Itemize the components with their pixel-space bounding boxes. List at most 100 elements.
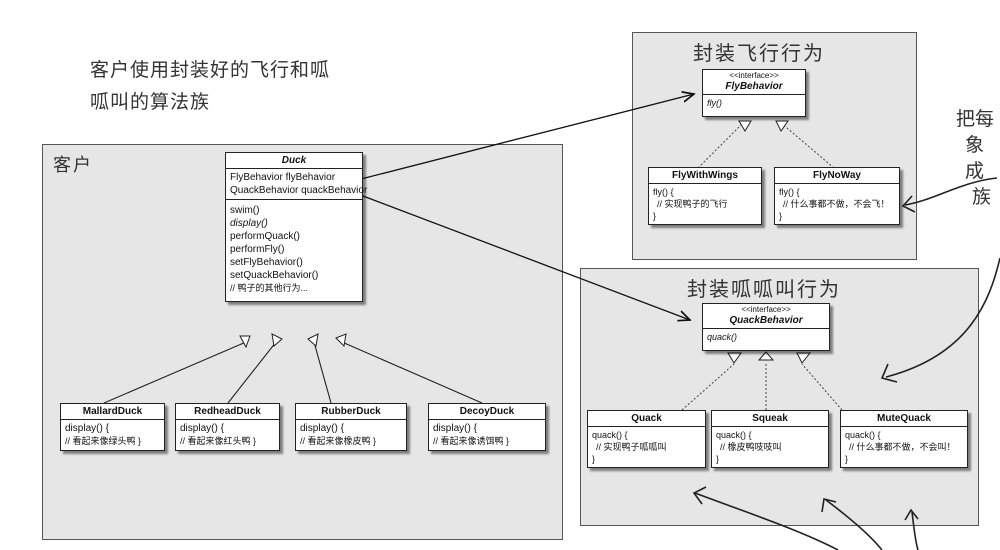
interface-name: FlyBehavior [725, 81, 783, 92]
duck-methods: swim() display() performQuack() performF… [226, 200, 362, 301]
class-method: display() { [300, 423, 344, 434]
class-body: quack() { // 实现鸭子呱呱叫 } [588, 427, 705, 467]
class-comment: // 看起来像绿头鸭 } [65, 436, 142, 446]
duck-field: FlyBehavior flyBehavior [230, 172, 336, 183]
class-name: FlyNoWay [775, 168, 899, 184]
class-method: quack() { [845, 430, 881, 440]
class-name: RedheadDuck [176, 404, 279, 420]
side-note-line-3: 族 [972, 186, 992, 208]
class-name: Quack [588, 411, 705, 427]
class-comment: // 橡皮鸭吱吱叫 [720, 442, 782, 452]
interface-header: <<interface>> QuackBehavior [703, 304, 829, 329]
class-method: display() { [180, 423, 224, 434]
side-note-line-2: 象成 [965, 134, 985, 182]
duck-method: setFlyBehavior() [230, 257, 303, 268]
class-comment: // 看起来像诱饵鸭 } [433, 436, 510, 446]
class-close: } [716, 454, 720, 464]
class-method: display() { [433, 423, 477, 434]
class-method: quack() { [716, 430, 752, 440]
interface-method: quack() [707, 332, 738, 342]
duck-class: Duck FlyBehavior flyBehavior QuackBehavi… [225, 152, 368, 302]
interface-method: fly() [707, 98, 722, 108]
fly-behavior-interface: <<interface>> FlyBehavior fly() [702, 69, 806, 117]
class-body: display() { // 看起来像红头鸭 } [176, 420, 279, 450]
squeak-class: Squeak quack() { // 橡皮鸭吱吱叫 } [711, 410, 829, 468]
class-comment: // 实现鸭子的飞行 [657, 199, 728, 209]
fly-no-way-class: FlyNoWay fly() { // 什么事都不做，不会飞！ } [774, 167, 900, 225]
decoy-duck-class: DecoyDuck display() { // 看起来像诱饵鸭 } [428, 403, 546, 451]
handdrawn-arrow [885, 257, 1000, 378]
class-name: MuteQuack [841, 411, 967, 427]
side-note: 把每 象成 族 [956, 106, 1000, 210]
fly-with-wings-class: FlyWithWings fly() { // 实现鸭子的飞行 } [648, 167, 762, 225]
quack-panel-title: 封装呱呱叫行为 [687, 277, 841, 301]
class-name: MallardDuck [61, 404, 164, 420]
class-method: fly() { [653, 187, 674, 197]
class-name: FlyWithWings [649, 168, 761, 184]
handdrawn-arrow [904, 177, 998, 206]
class-body: quack() { // 橡皮鸭吱吱叫 } [712, 427, 828, 467]
class-close: } [845, 454, 849, 464]
class-body: fly() { // 实现鸭子的飞行 } [649, 184, 761, 224]
quack-class: Quack quack() { // 实现鸭子呱呱叫 } [587, 410, 706, 468]
rubber-duck-class: RubberDuck display() { // 看起来像橡皮鸭 } [295, 403, 407, 451]
caption: 客户使用封装好的飞行和呱 呱叫的算法族 [90, 54, 330, 118]
realization-triangle [775, 120, 789, 132]
quack-association-arrow [362, 195, 690, 320]
mallard-duck-class: MallardDuck display() { // 看起来像绿头鸭 } [60, 403, 165, 451]
inheritance-triangle [307, 333, 319, 347]
class-comment: // 什么事都不做，不会飞！ [783, 199, 890, 209]
inheritance-triangle [335, 333, 347, 348]
interface-name: QuackBehavior [729, 315, 803, 326]
duck-method: performFly() [230, 244, 285, 255]
class-method: fly() { [779, 187, 800, 197]
duck-field: QuackBehavior quackBehavior [230, 185, 368, 196]
class-name: RubberDuck [296, 404, 406, 420]
class-comment: // 什么事都不做，不会叫！ [849, 442, 956, 452]
inheritance-triangle [239, 335, 251, 349]
realization-triangle [796, 352, 812, 364]
duck-method-comment: // 鸭子的其他行为... [230, 283, 309, 293]
duck-method: setQuackBehavior() [230, 270, 319, 281]
inheritance-triangle [271, 333, 283, 347]
quack-behavior-interface: <<interface>> QuackBehavior quack() [702, 303, 830, 351]
class-body: fly() { // 什么事都不做，不会飞！ } [775, 184, 899, 224]
side-note-line-1: 把每 [956, 108, 995, 130]
class-name: Squeak [712, 411, 828, 427]
handdrawn-arrow [911, 511, 919, 550]
class-body: display() { // 看起来像诱饵鸭 } [429, 420, 545, 450]
fly-panel-title: 封装飞行行为 [693, 41, 825, 65]
class-body: quack() { // 什么事都不做，不会叫！ } [841, 427, 967, 467]
duck-fields: FlyBehavior flyBehavior QuackBehavior qu… [226, 169, 368, 200]
class-body: display() { // 看起来像橡皮鸭 } [296, 420, 406, 450]
handdrawn-arrow [694, 492, 839, 550]
class-close: } [592, 454, 596, 464]
class-method: display() { [65, 423, 109, 434]
duck-method: performQuack() [230, 231, 301, 242]
handdrawn-arrow [825, 499, 883, 550]
mute-quack-class: MuteQuack quack() { // 什么事都不做，不会叫！ } [840, 410, 968, 468]
class-comment: // 看起来像橡皮鸭 } [300, 436, 377, 446]
duck-method: display() [230, 218, 268, 229]
class-comment: // 看起来像红头鸭 } [180, 436, 257, 446]
caption-line-2: 呱叫的算法族 [90, 91, 211, 113]
class-comment: // 实现鸭子呱呱叫 [596, 442, 667, 452]
caption-line-1: 客户使用封装好的飞行和呱 [90, 59, 331, 81]
class-close: } [653, 211, 657, 221]
realization-triangle [738, 120, 752, 132]
class-body: display() { // 看起来像绿头鸭 } [61, 420, 164, 450]
fly-association-arrow [360, 94, 694, 180]
redhead-duck-class: RedheadDuck display() { // 看起来像红头鸭 } [175, 403, 280, 451]
interface-stereotype: <<interface>> [729, 71, 779, 80]
interface-header: <<interface>> FlyBehavior [703, 70, 805, 95]
interface-stereotype: <<interface>> [741, 305, 791, 314]
realization-triangle [757, 351, 775, 361]
duck-class-name: Duck [226, 153, 362, 169]
class-name: DecoyDuck [429, 404, 545, 420]
class-method: quack() { [592, 430, 628, 440]
client-panel-title: 客户 [53, 155, 93, 176]
duck-method: swim() [230, 205, 260, 216]
realization-triangle [727, 352, 742, 364]
class-close: } [779, 211, 783, 221]
